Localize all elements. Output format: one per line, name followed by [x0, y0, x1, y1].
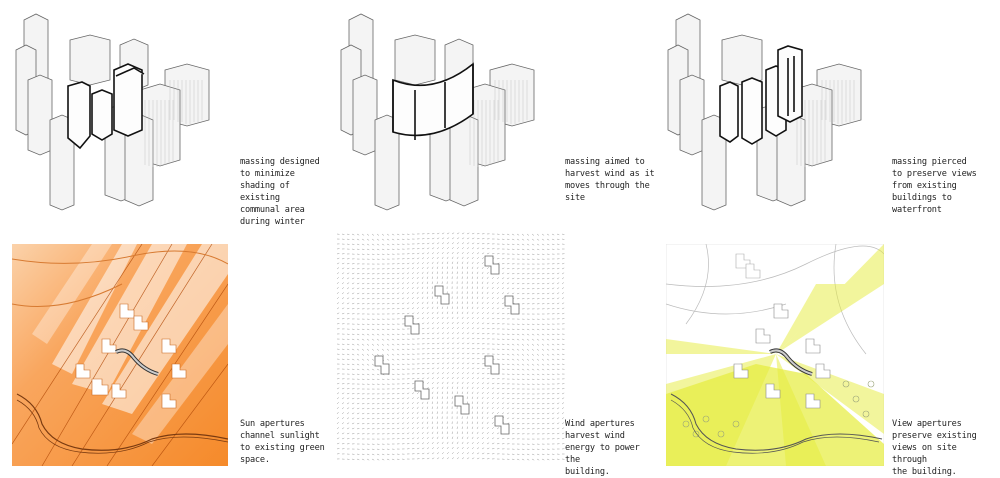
- massing-diagram-2: [335, 10, 565, 215]
- massing-3-caption: massing pierced to preserve views from e…: [892, 157, 977, 215]
- wind-aperture-map: [335, 226, 567, 466]
- massing-2-caption: massing aimed to harvest wind as it move…: [565, 157, 655, 203]
- massing-diagram-3: [662, 10, 892, 215]
- massing-diagram-1: [10, 10, 240, 215]
- wind-caption: Wind apertures harvest wind energy to po…: [565, 419, 640, 477]
- sun-aperture-map: [12, 244, 228, 466]
- view-aperture-map: [666, 244, 884, 466]
- view-caption: View apertures preserve existing views o…: [892, 419, 977, 477]
- wind-vectors: [336, 232, 565, 461]
- massing-1-caption: massing designed to minimize shading of …: [240, 157, 320, 227]
- sun-caption: Sun apertures channel sunlight to existi…: [240, 419, 325, 465]
